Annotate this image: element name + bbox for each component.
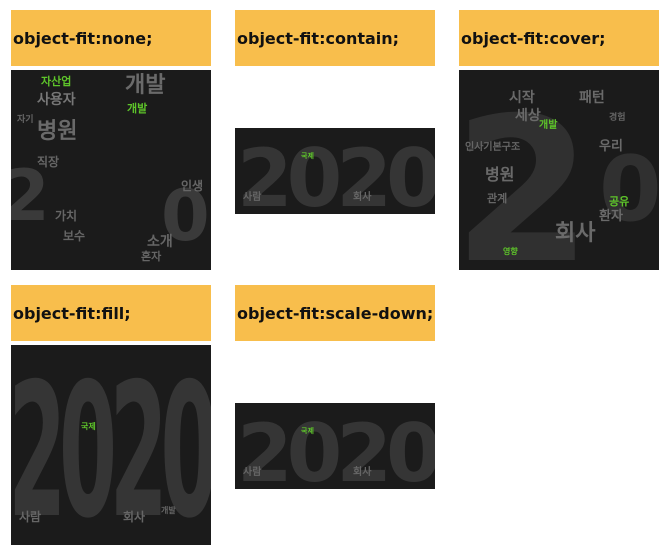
wordcloud-highlight: 공유 xyxy=(609,195,629,208)
card-object-fit-contain: object-fit:contain; 2020 사람 회사 국제 xyxy=(235,10,435,270)
wordcloud-numeral: 2020 xyxy=(237,132,435,214)
wordcloud-graphic: 2020 사람 회사 개발 국제 xyxy=(11,345,211,545)
wordcloud-word: 사람 xyxy=(243,465,262,478)
wordcloud-highlight: 개발 xyxy=(539,118,558,131)
wordcloud-word: 자기 xyxy=(17,113,34,125)
wordcloud-word: 경험 xyxy=(609,111,626,123)
card-object-fit-cover: object-fit:cover; 2 0 시작 세상 패턴 병원 환자 회사 … xyxy=(459,10,659,270)
wordcloud-word: 혼자 xyxy=(141,249,162,263)
wordcloud-word: 회사 xyxy=(353,190,372,203)
wordcloud-word: 사람 xyxy=(19,509,41,524)
wordcloud-word: 0 xyxy=(599,137,659,242)
wordcloud-word: 소개 xyxy=(147,234,173,250)
wordcloud-word: 보수 xyxy=(63,229,85,243)
wordcloud-graphic: 2020 사람 회사 국제 xyxy=(237,407,435,489)
wordcloud-highlight: 개발 xyxy=(127,101,147,115)
card-label: object-fit:cover; xyxy=(459,10,659,66)
wordcloud-word: 0 xyxy=(161,175,210,257)
wordcloud-word: 인사기본구조 xyxy=(465,140,520,153)
wordcloud-word: 2 xyxy=(459,75,592,270)
wordcloud-image: 2020 사람 회사 개발 국제 xyxy=(11,345,211,545)
wordcloud-word: 병원 xyxy=(485,165,514,184)
wordcloud-word: 패턴 xyxy=(579,89,605,106)
wordcloud-image: 2 0 개발 사용자 병원 자기 직장 자산업 가치 보수 인생 혼자 소개 개… xyxy=(11,70,211,270)
wordcloud-word: 직장 xyxy=(37,154,59,169)
card-label: object-fit:none; xyxy=(11,10,211,66)
wordcloud-word: 회사 xyxy=(555,221,596,246)
card-object-fit-fill: object-fit:fill; 2020 사람 회사 개발 국제 xyxy=(11,285,211,545)
wordcloud-word: 회사 xyxy=(353,465,372,478)
wordcloud-word: 회사 xyxy=(123,509,145,524)
wordcloud-highlight: 국제 xyxy=(301,426,314,435)
wordcloud-word: 개발 xyxy=(125,73,165,98)
card-object-fit-scale-down: object-fit:scale-down; 2020 사람 회사 국제 xyxy=(235,285,435,545)
wordcloud-word: 병원 xyxy=(37,119,77,144)
wordcloud-graphic: 2 0 개발 사용자 병원 자기 직장 자산업 가치 보수 인생 혼자 소개 개… xyxy=(11,73,210,263)
wordcloud-word: 개발 xyxy=(161,505,176,515)
wordcloud-word: 관계 xyxy=(487,191,507,205)
wordcloud-word: 환자 xyxy=(599,208,623,224)
wordcloud-image: 2020 사람 회사 국제 xyxy=(235,128,435,214)
wordcloud-highlight: 영향 xyxy=(503,246,518,256)
wordcloud-graphic: 2020 사람 회사 국제 xyxy=(237,132,435,214)
wordcloud-word: 사용자 xyxy=(37,92,76,108)
wordcloud-word: 세상 xyxy=(515,108,541,124)
card-label: object-fit:scale-down; xyxy=(235,285,435,341)
card-label: object-fit:contain; xyxy=(235,10,435,66)
wordcloud-word: 사람 xyxy=(243,190,262,203)
card-label: object-fit:fill; xyxy=(11,285,211,341)
card-object-fit-none: object-fit:none; 2 0 개발 사용자 병원 자기 직장 자산업… xyxy=(11,10,211,270)
wordcloud-highlight: 국제 xyxy=(81,421,96,431)
wordcloud-image: 2 0 시작 세상 패턴 병원 환자 회사 인사기본구조 관계 우리 경험 공유… xyxy=(459,70,659,270)
wordcloud-word: 시작 xyxy=(509,89,535,106)
wordcloud-image: 2020 사람 회사 국제 xyxy=(235,403,435,489)
wordcloud-word: 가치 xyxy=(55,208,77,223)
wordcloud-word: 2 xyxy=(11,155,50,237)
wordcloud-highlight: 자산업 xyxy=(41,74,71,88)
wordcloud-graphic: 2 0 시작 세상 패턴 병원 환자 회사 인사기본구조 관계 우리 경험 공유… xyxy=(459,75,659,270)
wordcloud-word: 인생 xyxy=(181,178,203,193)
wordcloud-numeral: 2020 xyxy=(11,345,211,545)
wordcloud-highlight: 국제 xyxy=(301,151,314,160)
wordcloud-word: 우리 xyxy=(599,138,623,154)
wordcloud-numeral: 2020 xyxy=(237,407,435,489)
